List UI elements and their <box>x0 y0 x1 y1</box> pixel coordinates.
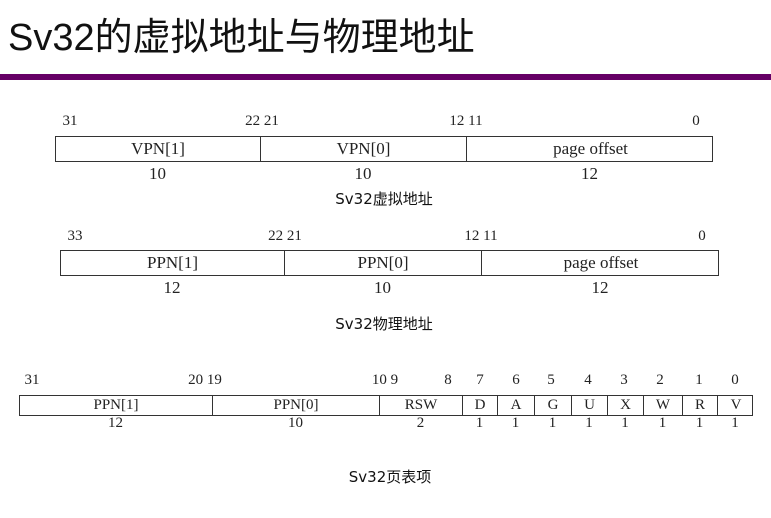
pte-bit-index: 1 <box>695 372 703 388</box>
physical-bit-index: 0 <box>698 228 706 244</box>
pte-bit-index: 0 <box>731 372 739 388</box>
pte-caption: Sv32页表项 <box>348 468 432 486</box>
physical-bit-index: 33 <box>67 228 83 244</box>
pte-bit-index: 20 19 <box>188 372 222 388</box>
pte-field-width: 1 <box>548 415 557 431</box>
slide-title: Sv32的虚拟地址与物理地址 <box>8 17 475 59</box>
pte-bit-index: 2 <box>656 372 664 388</box>
virtual-bit-index: 0 <box>692 113 700 129</box>
pte-field-cell: RSW <box>380 396 463 415</box>
virtual-bit-index: 31 <box>62 113 78 129</box>
virtual-field-cell: VPN[1] <box>56 137 261 161</box>
pte-field-cell: R <box>683 396 718 415</box>
physical-bit-index: 12 11 <box>464 228 498 244</box>
pte-field-width: 1 <box>475 415 484 431</box>
pte-bit-index: 31 <box>24 372 40 388</box>
pte-field-cell: V <box>730 397 742 413</box>
pte-field-cell: X <box>608 396 644 415</box>
pte-field-cell: PPN[0] <box>213 396 380 415</box>
pte-bit-index: 3 <box>620 372 628 388</box>
physical-field-width: 10 <box>374 278 391 297</box>
virtual-field-cell: VPN[0] <box>261 137 467 161</box>
pte-bit-index: 6 <box>512 372 520 388</box>
pte-field-width: 1 <box>511 415 520 431</box>
virtual-field-width: 12 <box>581 164 598 183</box>
physical-caption: Sv32物理地址 <box>335 315 433 333</box>
virtual-field-cell: page offset <box>553 139 628 158</box>
pte-field-cell: D <box>463 396 498 415</box>
pte-field-width: 2 <box>416 415 425 431</box>
pte-bit-index: 8 <box>444 372 452 388</box>
pte-field-width: 10 <box>288 415 303 431</box>
pte-bit-index: 4 <box>584 372 592 388</box>
title-divider <box>0 74 771 80</box>
pte-field-width: 1 <box>658 415 667 431</box>
physical-field-cell: PPN[0] <box>285 251 482 275</box>
virtual-caption: Sv32虚拟地址 <box>335 190 433 208</box>
virtual-bit-index: 22 21 <box>245 113 279 129</box>
virtual-field-width: 10 <box>149 164 166 183</box>
physical-field-cell: PPN[1] <box>61 251 285 275</box>
pte-field-width: 1 <box>585 415 593 431</box>
pte-bit-index: 10 9 <box>371 372 399 388</box>
pte-field-width: 1 <box>621 415 629 431</box>
pte-field-cell: PPN[1] <box>20 396 213 415</box>
pte-bit-index: 7 <box>476 372 484 388</box>
physical-field-width: 12 <box>591 278 609 297</box>
pte-field-cell: U <box>572 396 608 415</box>
physical-field-cell: page offset <box>563 253 639 272</box>
pte-field-width: 1 <box>695 415 704 431</box>
pte-field-width: 1 <box>731 415 739 431</box>
physical-bit-index: 22 21 <box>268 228 302 244</box>
pte-bit-index: 5 <box>547 372 555 388</box>
virtual-address-box: VPN[1]VPN[0] page offset <box>55 136 713 162</box>
physical-field-width: 12 <box>163 278 181 297</box>
pte-field-cell: W <box>644 396 683 415</box>
pte-field-cell: A <box>498 396 535 415</box>
pte-field-cell: G <box>535 396 572 415</box>
pte-field-width: 12 <box>108 415 123 431</box>
virtual-field-width: 10 <box>354 164 372 183</box>
virtual-bit-index: 12 11 <box>449 113 483 129</box>
physical-address-box: PPN[1]PPN[0] page offset <box>60 250 719 276</box>
